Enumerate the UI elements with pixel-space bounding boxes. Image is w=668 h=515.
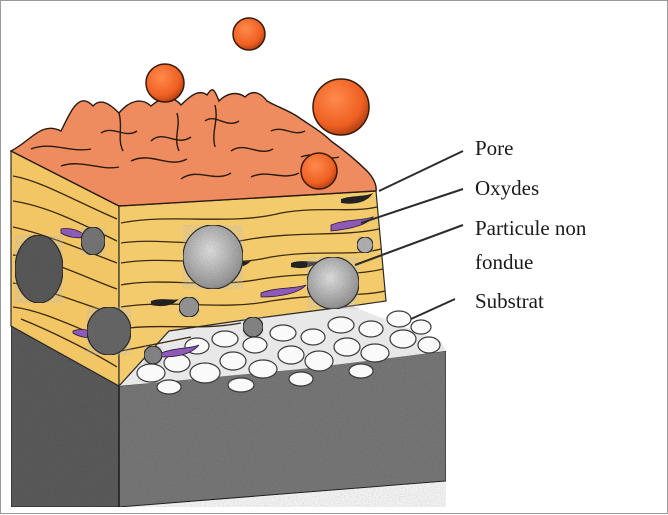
label-substrat: Substrat xyxy=(475,288,544,314)
leader-line-substrat xyxy=(411,299,455,319)
droplet xyxy=(146,64,184,102)
label-oxydes: Oxydes xyxy=(475,175,539,201)
label-particule-line1: Particule non xyxy=(475,215,586,241)
leader-line-pore xyxy=(379,151,463,191)
label-particule-line2: fondue xyxy=(475,249,533,275)
droplet xyxy=(233,18,265,50)
droplet xyxy=(301,153,337,189)
droplet xyxy=(313,79,369,135)
label-pore: Pore xyxy=(475,135,514,161)
